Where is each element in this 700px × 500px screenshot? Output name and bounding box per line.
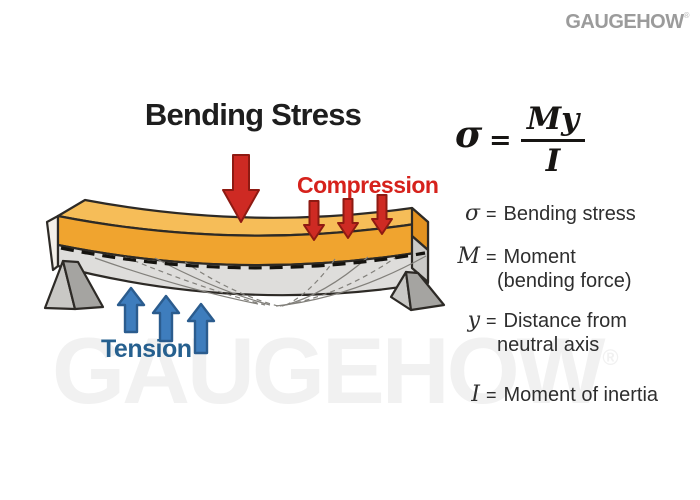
formula-fraction: My I xyxy=(521,102,585,178)
compression-label: Compression xyxy=(297,172,439,198)
tension-arrow-3 xyxy=(186,302,216,355)
load-arrows xyxy=(222,154,393,241)
legend-text-inertia: Moment of inertia xyxy=(503,384,659,406)
tension-arrow-2 xyxy=(151,294,181,343)
brand-registered-mark: ® xyxy=(683,11,690,20)
legend-note-moment: (bending force) xyxy=(497,270,632,292)
tension-arrows xyxy=(116,286,216,355)
main-load-arrow xyxy=(222,154,260,223)
supports xyxy=(43,259,446,312)
tension-label: Tension xyxy=(101,335,192,363)
legend-equals: = xyxy=(486,311,497,331)
legend-row-sigma: σ = Bending stress xyxy=(448,201,636,227)
legend-equals: = xyxy=(486,385,497,405)
legend-row-inertia: I = Moment of inertia xyxy=(448,382,658,408)
compression-arrow-3 xyxy=(371,194,393,235)
legend-note-distance: neutral axis xyxy=(497,334,600,356)
formula-sigma: σ xyxy=(455,112,483,156)
legend-text-sigma: Bending stress xyxy=(503,203,636,225)
legend-symbol-distance: y xyxy=(467,308,480,333)
formula-equals: = xyxy=(489,125,512,156)
legend-text-distance: Distance from xyxy=(503,310,627,332)
formula-numerator: My xyxy=(526,101,580,137)
watermark-registered-mark: ® xyxy=(602,345,619,370)
beam-left-end-cap xyxy=(45,214,60,272)
legend-row-distance: y = Distance from xyxy=(448,308,627,334)
right-support-side-face xyxy=(404,270,446,312)
fraction-bar xyxy=(521,139,585,143)
background-watermark: GAUGEHOW® xyxy=(52,324,619,418)
formula-denominator: I xyxy=(545,143,561,180)
brand-logo-text: GAUGEHOW xyxy=(565,11,684,33)
legend-symbol-sigma: σ xyxy=(464,201,480,226)
compression-arrow-1 xyxy=(303,200,325,241)
legend-symbol-moment: M xyxy=(457,244,480,269)
legend-symbol-inertia: I xyxy=(471,382,480,407)
page-title: Bending Stress xyxy=(144,97,362,132)
legend-row-moment: M = Moment xyxy=(448,244,576,270)
left-support-side-face xyxy=(61,259,105,311)
legend-text-moment: Moment xyxy=(503,246,576,268)
watermark-text: GAUGEHOW xyxy=(52,318,605,423)
neutral-axis-dashed-line xyxy=(60,246,426,270)
tension-arrow-1 xyxy=(116,286,146,334)
brand-logo: GAUGEHOW® xyxy=(565,11,689,34)
legend-equals: = xyxy=(486,247,497,267)
compression-arrow-2 xyxy=(337,198,359,239)
legend-equals: = xyxy=(486,204,497,224)
